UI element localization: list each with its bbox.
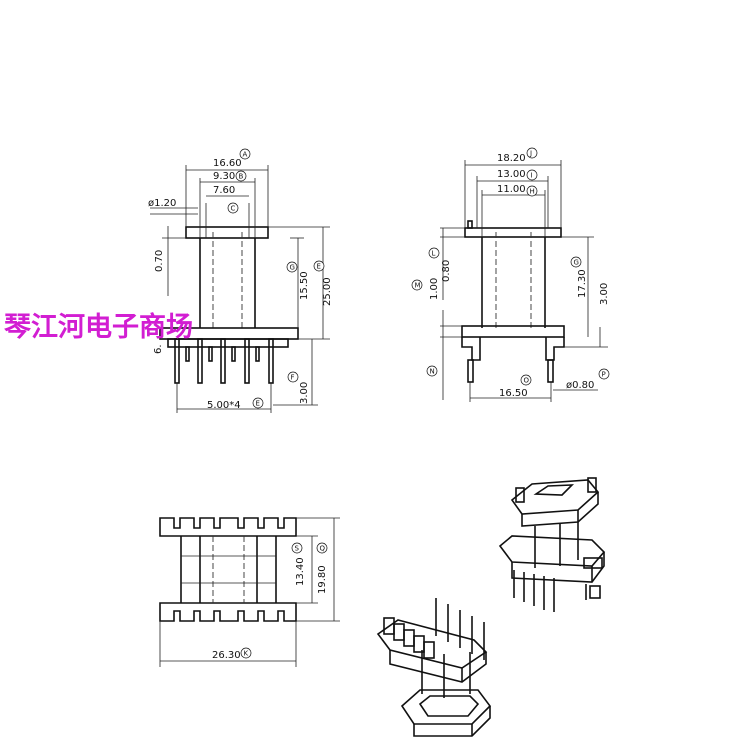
svg-text:L: L: [432, 250, 436, 258]
dim-16-60: 16.60: [213, 158, 242, 169]
dim-0-80: 0.80: [441, 260, 452, 282]
dim-13-40: 13.40: [295, 557, 306, 586]
svg-text:J: J: [529, 150, 532, 158]
dim-1-00: 1.00: [429, 278, 440, 300]
dim-15-50: 15.50: [299, 271, 310, 300]
dim-3-00-side: 3.00: [599, 283, 610, 305]
svg-text:H: H: [530, 188, 535, 196]
svg-text:A: A: [243, 151, 248, 159]
isometric-view-inverted: [376, 598, 492, 737]
dim-16-50: 16.50: [499, 388, 528, 399]
svg-text:E: E: [256, 400, 260, 408]
side-view: 18.20 13.00 11.00 0.80 1.00 17.30 3.00 1…: [411, 147, 610, 402]
dim-7-60: 7.60: [213, 185, 235, 196]
dim-0-70: 0.70: [154, 250, 165, 272]
svg-text:C: C: [231, 205, 236, 213]
svg-text:O: O: [524, 377, 530, 385]
svg-text:Q: Q: [320, 545, 326, 553]
front-view-pins: [174, 338, 274, 384]
svg-text:F: F: [291, 374, 295, 382]
dim-19-80: 19.80: [317, 565, 328, 594]
svg-text:B: B: [239, 173, 244, 181]
dim-25-00: 25.00: [322, 277, 333, 306]
svg-text:G: G: [574, 259, 579, 267]
callout-tags: S Q K: [240, 542, 328, 659]
svg-text:E: E: [317, 263, 321, 271]
dim-9-30: 9.30: [213, 171, 235, 182]
dim-pin-diameter: ø1.20: [148, 198, 176, 209]
top-view: 13.40 19.80 26.30 S Q K: [159, 517, 340, 667]
svg-text:K: K: [244, 650, 249, 658]
svg-text:G: G: [290, 264, 295, 272]
dim-6: 6.: [153, 344, 164, 354]
front-view: 16.60 9.30 7.60 ø1.20 0.70 15.50 25.00 6…: [148, 148, 333, 413]
svg-text:P: P: [602, 371, 606, 379]
watermark-text: 琴江河电子商场: [4, 312, 193, 343]
dim-pin-diameter-side: ø0.80: [566, 380, 594, 391]
svg-text:M: M: [415, 282, 421, 290]
dim-pin-pitch: 5.00*4: [207, 400, 241, 411]
svg-text:S: S: [295, 545, 300, 553]
dim-11-00: 11.00: [497, 184, 526, 195]
svg-text:N: N: [430, 368, 435, 376]
dim-13-00: 13.00: [497, 169, 526, 180]
svg-text:I: I: [531, 172, 533, 180]
dim-17-30: 17.30: [577, 269, 588, 298]
dim-3-00: 3.00: [299, 382, 310, 404]
dim-18-20: 18.20: [497, 153, 526, 164]
dim-26-30: 26.30: [212, 650, 241, 661]
isometric-view-upright: [498, 477, 606, 612]
callout-tags: A B C G E F E: [227, 148, 325, 409]
callout-tags: J I H L M G N O P: [411, 147, 610, 386]
